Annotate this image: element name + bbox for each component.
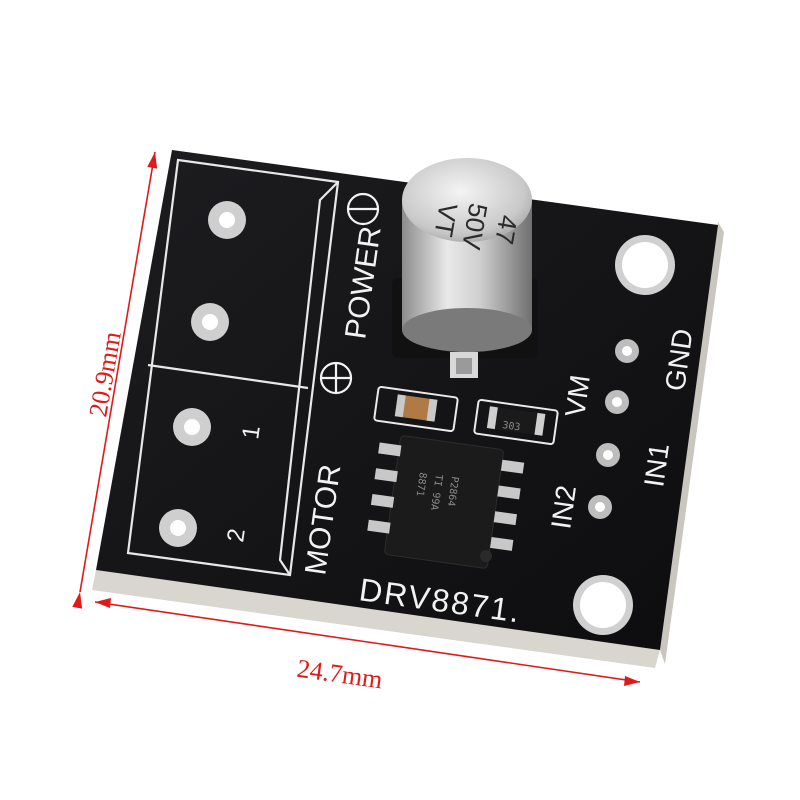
- in2-label: IN2: [545, 483, 582, 530]
- smd-capacitor: [373, 385, 459, 433]
- pcb-edge: [92, 570, 660, 668]
- svg-text:47: 47: [489, 213, 524, 247]
- mounting-holes: [573, 235, 675, 635]
- electrolytic-capacitor: [392, 158, 538, 378]
- motor-terminal-outline: [126, 158, 340, 577]
- vm-label: VM: [559, 373, 596, 419]
- drv8871-chip: [367, 435, 525, 569]
- width-dimension-label: 24.7mm: [295, 654, 384, 695]
- svg-text:VT: VT: [428, 201, 463, 239]
- motor-pin-1-label: 1: [237, 424, 266, 441]
- height-dimension-label: 20.9mm: [83, 329, 126, 419]
- svg-text:P2864: P2864: [445, 476, 460, 507]
- resistor-marking: 303: [502, 420, 521, 433]
- in1-label: IN1: [638, 441, 675, 488]
- svg-text:TI 99A: TI 99A: [428, 474, 444, 511]
- svg-text:8871: 8871: [414, 472, 428, 497]
- smd-resistor: 303: [473, 398, 559, 446]
- motor-terminal-holes: [159, 201, 246, 547]
- plus-symbol: [319, 361, 353, 395]
- chip-marking: 8871 TI 99A P2864: [414, 472, 460, 511]
- dimension-lines: [72, 151, 641, 686]
- header-pins: [588, 339, 639, 519]
- motor-pin-2-label: 2: [222, 527, 251, 544]
- capacitor-marking: 47 50V VT: [428, 201, 523, 252]
